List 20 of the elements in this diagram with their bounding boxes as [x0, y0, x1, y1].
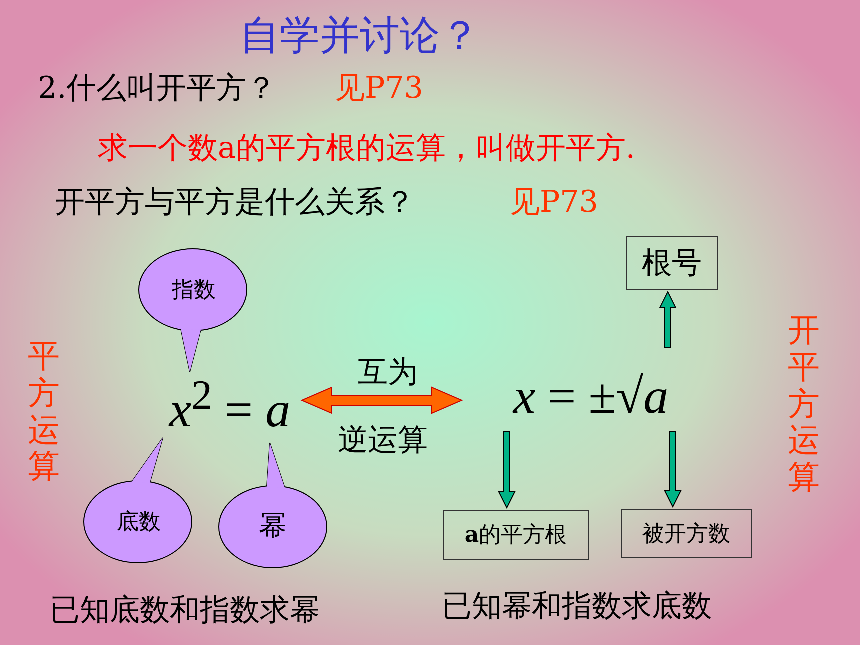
arrow-label: 互为	[358, 354, 418, 392]
question-text: 开平方与平方是什么关系？	[55, 184, 415, 222]
formula: x = ±√a	[486, 362, 696, 430]
arrow	[664, 432, 682, 508]
arrow	[498, 432, 516, 510]
question-text: 2.什么叫开平方？	[38, 70, 277, 108]
caption-text: 已知幂和指数求底数	[442, 588, 712, 626]
label-box: 被开方数	[621, 509, 752, 558]
caption-text: 已知底数和指数求幂	[50, 592, 320, 630]
definition-text: 求一个数a的平方根的运算，叫做开平方.	[98, 130, 636, 168]
side-label: 开平方运算	[788, 312, 821, 496]
label-box: a的平方根	[443, 510, 589, 560]
arrow	[659, 290, 677, 348]
page-reference: 见P73	[510, 184, 598, 222]
title: 自学并讨论？	[240, 12, 480, 61]
arrow-label: 逆运算	[338, 422, 428, 460]
arrow	[300, 386, 464, 414]
side-label: 平方运算	[28, 338, 61, 486]
label-box: 根号	[626, 236, 718, 290]
page-reference: 见P73	[335, 70, 424, 108]
